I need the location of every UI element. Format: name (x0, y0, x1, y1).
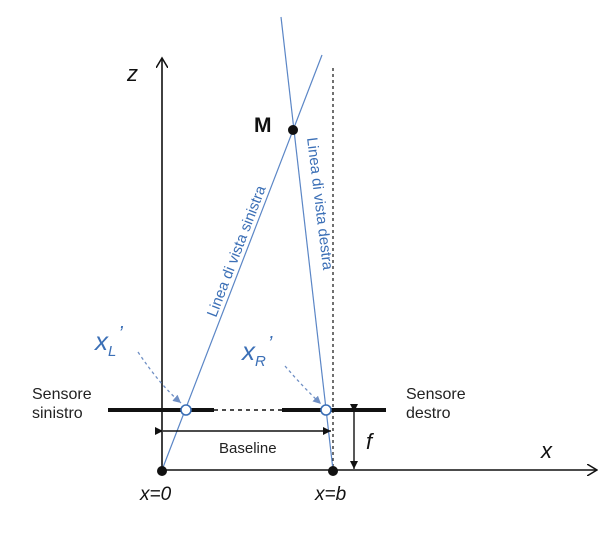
origin-left-point (157, 466, 167, 476)
left-line-of-sight (161, 54, 323, 471)
baseline-label: Baseline (219, 440, 277, 457)
left-sensor-label-line2: sinistro (32, 405, 83, 422)
left-sensor-label-line1: Sensore (32, 386, 92, 403)
right-projection-arrow (284, 365, 322, 405)
point-M (288, 125, 298, 135)
right-projection-label: xR’ (240, 333, 273, 370)
origin-right-label: x=b (314, 484, 346, 505)
x-axis-label: x (540, 438, 553, 463)
origin-left-label: x=0 (139, 484, 172, 505)
right-sensor-label-line2: destro (406, 405, 451, 422)
left-projection-point (180, 404, 192, 416)
left-projection-arrow (137, 351, 182, 404)
focal-label: f (366, 429, 375, 454)
right-projection-point (320, 404, 332, 416)
left-projection-label: xL’ (93, 323, 123, 360)
right-line-of-sight (280, 16, 334, 471)
right-sensor-label-line1: Sensore (406, 386, 466, 403)
left-line-of-sight-label: Linea di vista sinistra (204, 183, 270, 320)
z-axis-label: z (126, 61, 138, 86)
origin-right-point (328, 466, 338, 476)
point-M-label: M (254, 114, 272, 137)
